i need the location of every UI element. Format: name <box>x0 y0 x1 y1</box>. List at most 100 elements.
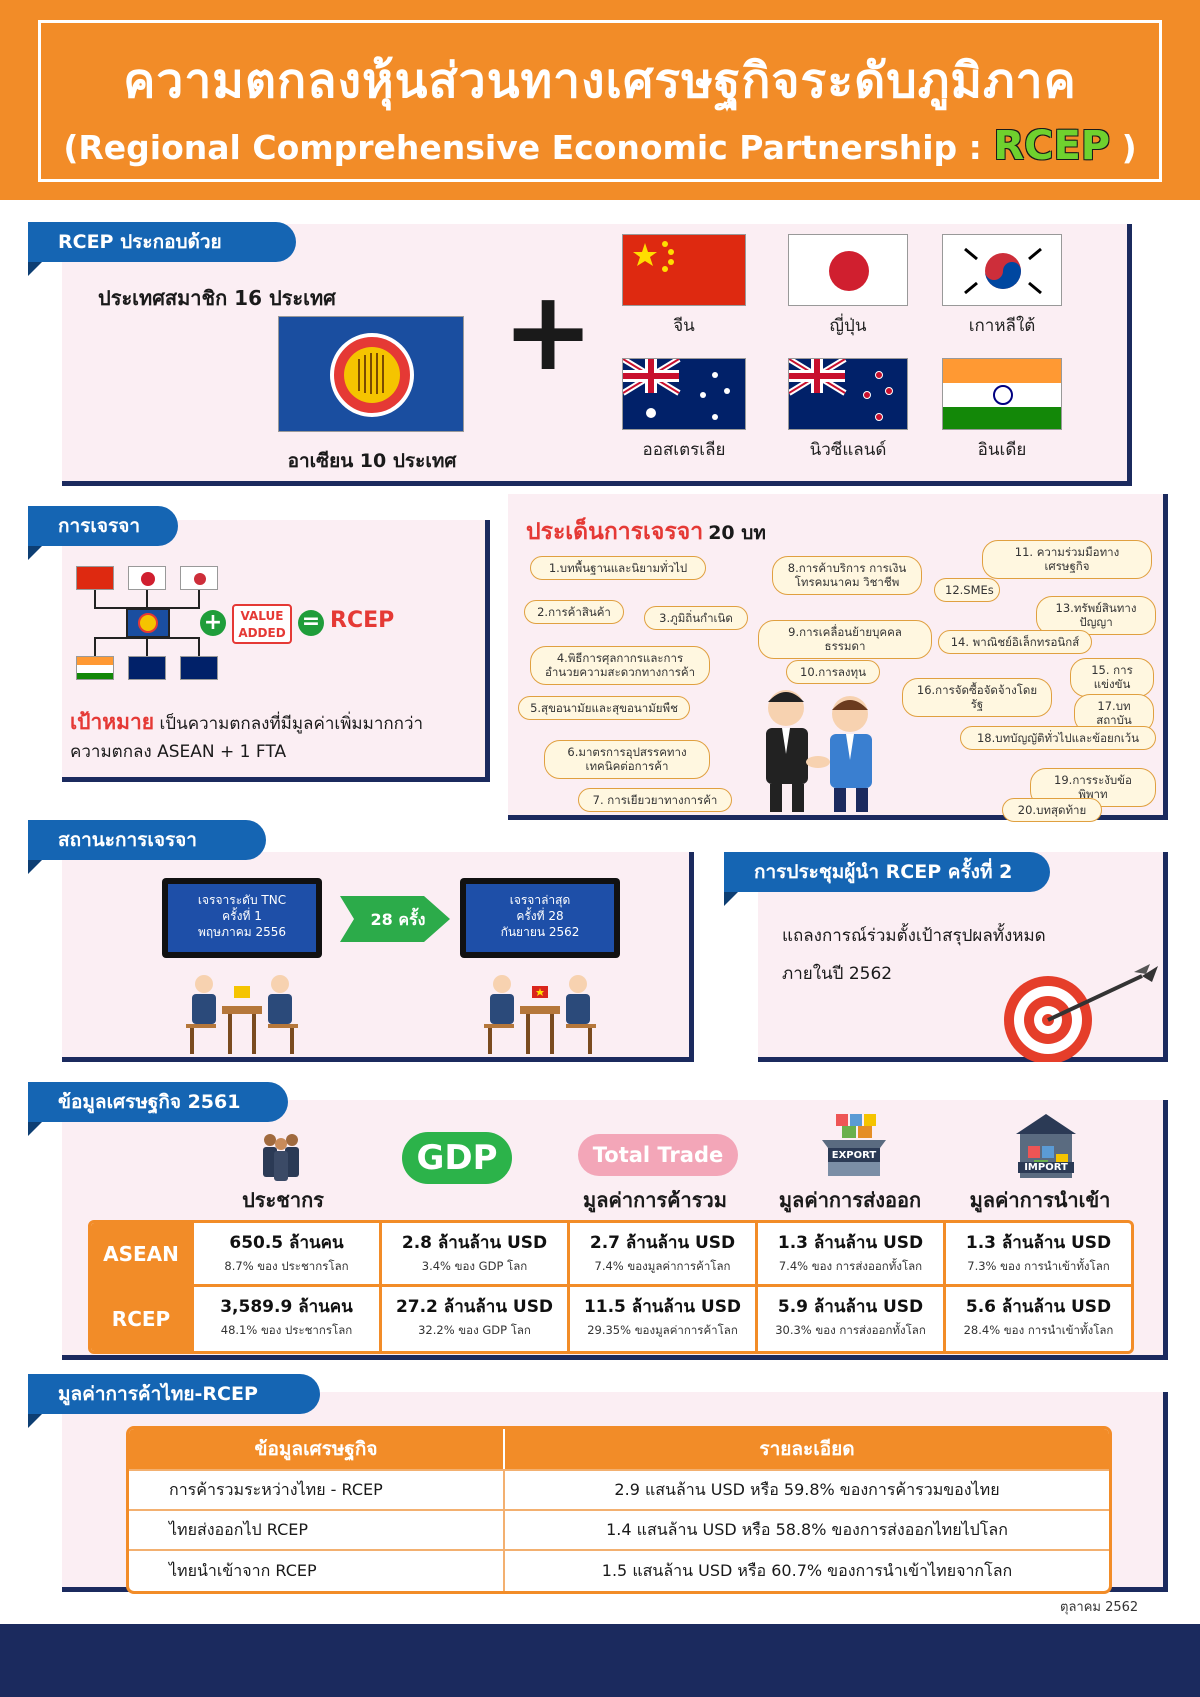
title-en-suffix: ) <box>1110 128 1137 167</box>
australia-label: ออสเตรเลีย <box>642 440 726 460</box>
cell-share: 7.3% ของ การนำเข้าทั้งโลก <box>967 1259 1110 1273</box>
new-zealand-flag <box>788 358 908 430</box>
cell-value: 5.9 ล้านล้าน USD <box>777 1297 924 1317</box>
cell-share: 32.2% ของ GDP โลก <box>418 1323 531 1337</box>
new-zealand-label: นิวซีแลนด์ <box>809 440 887 460</box>
header-total-trade: มูลค่าการค้ารวม <box>583 1188 727 1212</box>
trade-row-value: 1.4 แสนล้าน USD หรือ 58.8% ของการส่งออกไ… <box>503 1511 1109 1549</box>
topic-6: 6.มาตรการอุปสรรคทางเทคนิคต่อการค้า <box>544 740 710 779</box>
mini-china-flag <box>76 566 114 590</box>
goal-label: เป้าหมาย <box>70 710 155 734</box>
members-panel: ประเทศสมาชิก 16 ประเทศ อาเซียน 10 ประเทศ… <box>62 224 1132 486</box>
korea-flag <box>942 234 1062 306</box>
topic-2: 2.การค้าสินค้า <box>524 600 624 625</box>
plus-circle-icon: + <box>200 610 226 636</box>
trade-row-value: 2.9 แสนล้าน USD หรือ 59.8% ของการค้ารวมข… <box>503 1471 1109 1509</box>
topics-count: 20 บท <box>708 522 766 544</box>
cell-share: 30.3% ของ การส่งออกทั้งโลก <box>775 1323 926 1337</box>
topic-3: 3.ภูมิถิ่นกำเนิด <box>644 606 748 631</box>
trade-table: ข้อมูลเศรษฐกิจ รายละเอียด การค้ารวมระหว่… <box>126 1426 1112 1594</box>
status-tag: สถานะการเจรจา <box>28 820 266 874</box>
topic-14: 14. พาณิชย์อิเล็กทรอนิกส์ <box>938 630 1092 655</box>
cell-value: 650.5 ล้านคน <box>229 1233 344 1253</box>
title-thai: ความตกลงหุ้นส่วนทางเศรษฐกิจระดับภูมิภาค <box>123 53 1077 109</box>
rcep-export-cell: 5.9 ล้านล้าน USD 30.3% ของ การส่งออกทั้งโ… <box>755 1287 943 1351</box>
summit-tag: การประชุมผู้นำ RCEP ครั้งที่ 2 <box>724 852 1050 906</box>
trade-col-header-2: รายละเอียด <box>503 1429 1109 1469</box>
topic-7: 7. การเยียวยาทางการค้า <box>578 788 732 813</box>
trade-row: ไทยนำเข้าจาก RCEP 1.5 แสนล้าน USD หรือ 6… <box>129 1551 1109 1591</box>
india-flag <box>942 358 1062 430</box>
topic-18: 18.บทบัญญัติทั่วไปและข้อยกเว้น <box>960 726 1156 751</box>
handshake-illustration <box>766 690 872 812</box>
trade-row: การค้ารวมระหว่างไทย - RCEP 2.9 แสนล้าน U… <box>129 1471 1109 1511</box>
gdp-badge: GDP <box>402 1132 512 1184</box>
china-label: จีน <box>673 316 695 336</box>
asean-flag <box>278 316 464 432</box>
cell-share: 29.35% ของมูลค่าการค้าโลก <box>587 1323 738 1337</box>
cell-share: 8.7% ของ ประชากรโลก <box>224 1259 349 1273</box>
rounds-arrow: 28 ครั้ง <box>340 896 450 942</box>
cell-value: 1.3 ล้านล้าน USD <box>777 1233 924 1253</box>
mini-korea-flag <box>180 566 218 590</box>
topic-15: 15. การแข่งขัน <box>1070 658 1154 697</box>
korea-label: เกาหลีใต้ <box>968 316 1036 336</box>
row-label-rcep: RCEP <box>91 1287 191 1351</box>
asean-label: อาเซียน 10 ประเทศ <box>287 450 457 472</box>
asean-import-cell: 1.3 ล้านล้าน USD 7.3% ของ การนำเข้าทั้งโล… <box>943 1223 1131 1284</box>
japan-flag <box>788 234 908 306</box>
summit-text-2: ภายในปี 2562 <box>782 964 893 984</box>
title-rcep: RCEP <box>993 123 1111 169</box>
latest-round-number: ครั้งที่ 28 <box>516 909 564 924</box>
economy-tag: ข้อมูลเศรษฐกิจ 2561 <box>28 1082 288 1136</box>
latest-round-title: เจรจาล่าสุด <box>509 893 571 907</box>
goal-text-2: ความตกลง ASEAN + 1 FTA <box>70 742 287 762</box>
header-banner: ความตกลงหุ้นส่วนทางเศรษฐกิจระดับภูมิภาค … <box>0 0 1200 200</box>
trade-row: ไทยส่งออกไป RCEP 1.4 แสนล้าน USD หรือ 58… <box>129 1511 1109 1551</box>
topic-11: 11. ความร่วมมือทางเศรษฐกิจ <box>982 540 1152 579</box>
publication-date: ตุลาคม 2562 <box>1060 1600 1139 1615</box>
members-subtitle: ประเทศสมาชิก 16 ประเทศ <box>98 286 336 310</box>
mini-nz-flag <box>128 656 166 680</box>
plus-sign: + <box>502 267 595 395</box>
header-import: มูลค่าการนำเข้า <box>969 1188 1111 1212</box>
cell-value: 1.3 ล้านล้าน USD <box>965 1233 1112 1253</box>
value-added-line1: VALUE <box>240 609 284 623</box>
topic-8: 8.การค้าบริการ การเงิน โทรคมนาคม วิชาชีพ <box>772 556 922 595</box>
first-round-number: ครั้งที่ 1 <box>222 909 262 924</box>
first-round-date: พฤษภาคม 2556 <box>197 925 287 940</box>
topic-1: 1.บทพื้นฐานและนิยามทั่วไป <box>530 556 706 581</box>
cell-share: 48.1% ของ ประชากรโลก <box>220 1323 353 1337</box>
china-flag <box>622 234 746 306</box>
cell-value: 2.7 ล้านล้าน USD <box>589 1233 736 1253</box>
mini-asean-flag <box>126 608 170 638</box>
population-icon <box>263 1134 299 1181</box>
export-label: EXPORT <box>831 1150 877 1161</box>
topic-5: 5.สุขอนามัยและสุขอนามัยพืช <box>518 696 690 721</box>
rounds-count: 28 ครั้ง <box>370 910 426 929</box>
title-english: (Regional Comprehensive Economic Partner… <box>41 123 1159 169</box>
mini-india-flag <box>76 656 114 680</box>
topics-title-text: ประเด็นการเจรจา <box>526 519 704 545</box>
trade-row-label: ไทยส่งออกไป RCEP <box>169 1519 308 1539</box>
import-icon: IMPORT <box>1010 1110 1082 1180</box>
topic-10: 10.การลงทุน <box>786 660 880 685</box>
trade-table-header: ข้อมูลเศรษฐกิจ รายละเอียด <box>129 1429 1109 1471</box>
topic-9: 9.การเคลื่อนย้ายบุคคลธรรมดา <box>758 620 932 659</box>
asean-population-cell: 650.5 ล้านคน 8.7% ของ ประชากรโลก <box>191 1223 379 1284</box>
goal-description: เป็นความตกลงที่มีมูลค่าเพิ่มมากกว่า <box>159 714 424 734</box>
equals-circle-icon: = <box>298 610 324 636</box>
total-trade-badge: Total Trade <box>578 1134 738 1176</box>
